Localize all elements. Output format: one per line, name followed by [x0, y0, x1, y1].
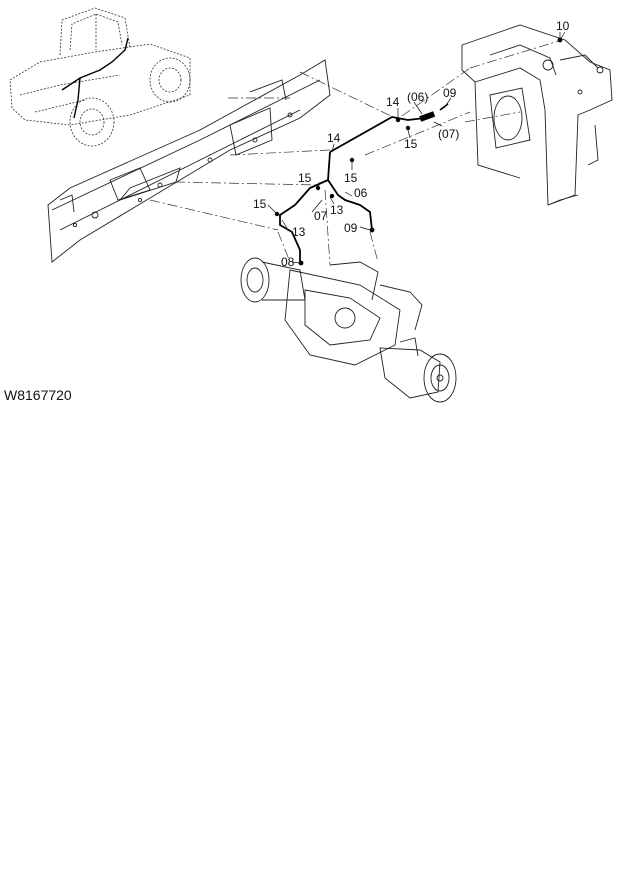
leader-lines: [267, 31, 566, 264]
callout-13-low: 13: [292, 225, 306, 239]
fitting-06: [419, 111, 436, 122]
clamp-15-mid: [349, 157, 355, 163]
callout-10: 10: [556, 19, 570, 33]
callout-14-mid: 14: [327, 131, 341, 145]
loader-vehicle-inset: [9, 7, 191, 147]
callout-15-mid: 15: [344, 171, 358, 185]
rear-frame: [47, 59, 331, 263]
fitting-09-upper: [439, 103, 449, 111]
callout-08: 08: [281, 255, 295, 269]
callout-07-paren: (07): [438, 127, 459, 141]
hose-fittings: [274, 37, 563, 266]
callout-15-low: 15: [253, 197, 267, 211]
callout-06: 06: [354, 186, 368, 200]
clamp-14-upper: [395, 117, 401, 123]
hose-branch: [279, 179, 329, 262]
callout-14-upper: 14: [386, 95, 400, 109]
clamp-13-mid: [329, 193, 335, 199]
callout-07: 07: [314, 209, 328, 223]
figure-id: W8167720: [4, 387, 72, 403]
callout-15-left: 15: [298, 171, 312, 185]
alignment-lines: [149, 39, 563, 266]
front-frame: [461, 24, 613, 206]
callout-15-upper: 15: [404, 137, 418, 151]
callout-labels: 10 14 (06) 09 15 (07) 14 15 15 06 15 07 …: [253, 19, 570, 269]
loader-hose-route-inset: [61, 37, 129, 119]
callout-13-mid: 13: [330, 203, 344, 217]
fitting-09-lower: [369, 227, 375, 233]
callout-06-paren: (06): [407, 90, 428, 104]
callout-09-lower: 09: [344, 221, 358, 235]
callout-09-upper: 09: [443, 86, 457, 100]
clamp-15-upper: [405, 125, 411, 131]
hose-main: [329, 116, 426, 153]
axle-assembly: [240, 257, 457, 403]
hose-route: [279, 116, 426, 262]
